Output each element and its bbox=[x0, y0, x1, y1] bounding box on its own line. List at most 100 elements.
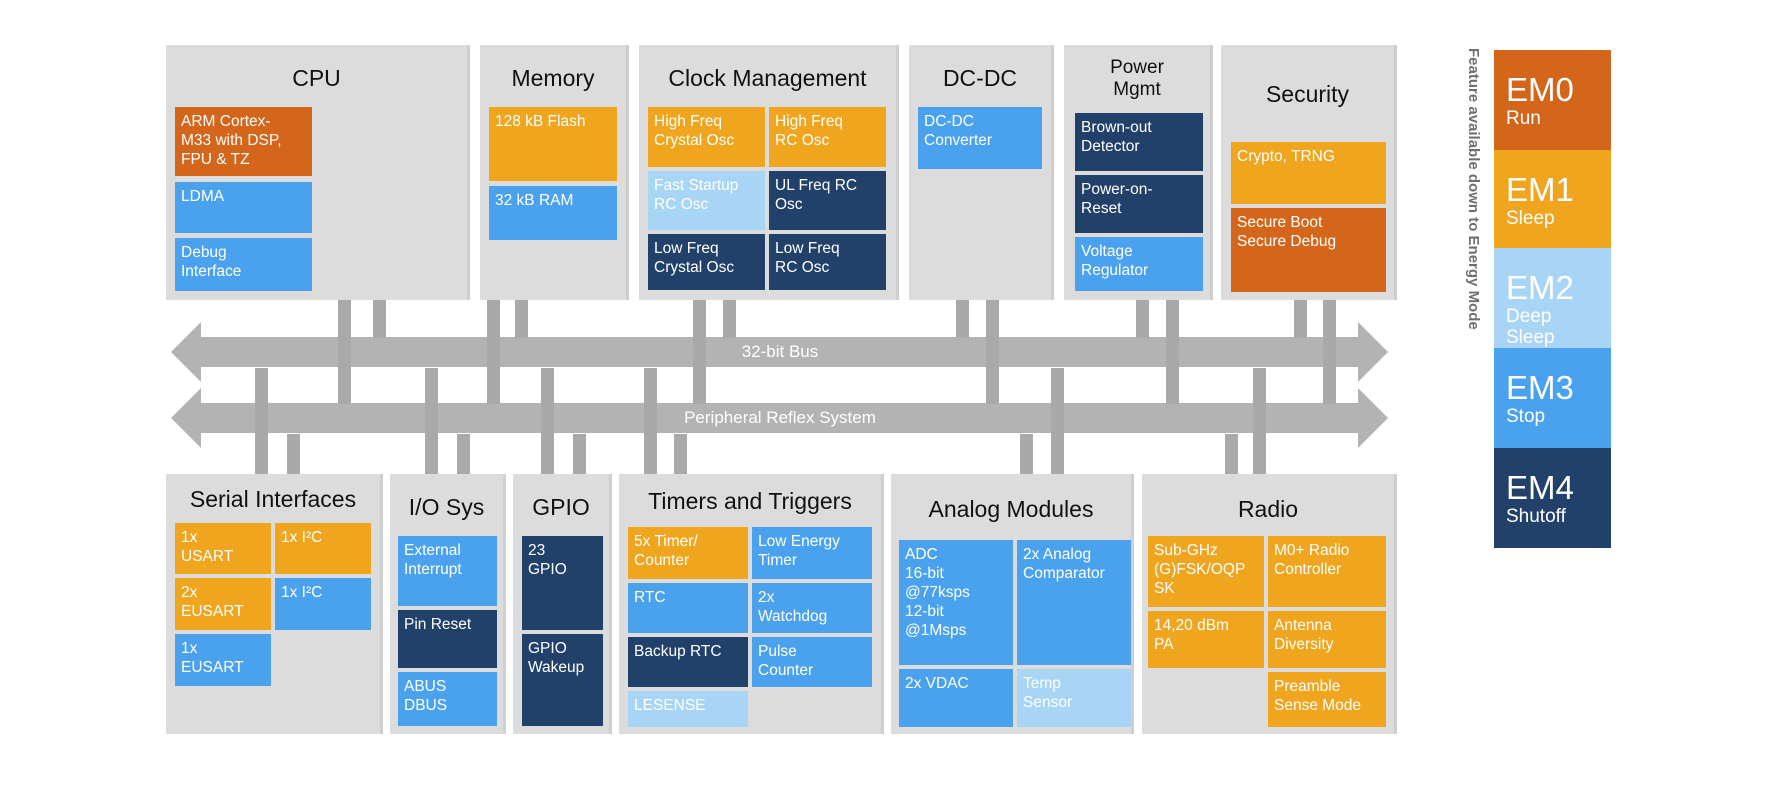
connector bbox=[986, 300, 999, 404]
radio-title: Radio bbox=[1237, 496, 1299, 522]
connector bbox=[1323, 300, 1336, 404]
bus-32bit-label: 32-bit Bus bbox=[741, 342, 819, 361]
connector bbox=[1294, 300, 1307, 338]
gpio-wakeup-block: GPIO Wakeup bbox=[522, 634, 603, 726]
lf-crystal-osc-block: Low Freq Crystal Osc bbox=[648, 234, 765, 290]
secure-boot-debug-block: Secure Boot Secure Debug bbox=[1231, 208, 1386, 292]
external-interrupt-block: External Interrupt bbox=[398, 536, 497, 606]
connector bbox=[457, 434, 470, 474]
connector bbox=[1225, 434, 1238, 474]
connector bbox=[693, 300, 706, 404]
pin-reset-block: Pin Reset bbox=[398, 610, 497, 668]
clock-management-title: Clock Management bbox=[668, 65, 867, 91]
dcdc-title: DC-DC bbox=[942, 65, 1018, 91]
connector bbox=[956, 300, 969, 338]
crypto-trng-block: Crypto, TRNG bbox=[1231, 142, 1386, 204]
bus-prs-label: Peripheral Reflex System bbox=[684, 408, 876, 427]
lf-rc-osc-block: Low Freq RC Osc bbox=[769, 234, 886, 290]
power-mgmt-title: Power Mgmt bbox=[1110, 57, 1164, 100]
serial-interfaces-title: Serial Interfaces bbox=[189, 486, 357, 512]
adc-block: ADC 16-bit @77ksps 12-bit @1Msps bbox=[899, 540, 1013, 665]
connector bbox=[515, 300, 528, 338]
voltage-regulator-block: Voltage Regulator bbox=[1075, 237, 1203, 291]
timers-triggers-title: Timers and Triggers bbox=[648, 488, 852, 514]
timer-counter-block: 5x Timer/ Counter bbox=[628, 527, 748, 579]
subghz-modulation-block: Sub-GHz (G)FSK/OQP SK bbox=[1148, 536, 1264, 607]
memory-panel: Memory 128 kB Flash 32 kB RAM bbox=[480, 45, 629, 300]
connector bbox=[1051, 368, 1064, 474]
memory-title: Memory bbox=[511, 65, 595, 91]
bus-prs-arrow bbox=[171, 388, 1388, 448]
dcdc-panel: DC-DC DC-DC Converter bbox=[909, 45, 1054, 300]
power-on-reset-block: Power-on- Reset bbox=[1075, 175, 1203, 233]
fast-startup-rc-osc-block: Fast Startup RC Osc bbox=[648, 171, 765, 230]
watchdog-block: 2x Watchdog bbox=[752, 583, 872, 633]
debug-interface-block: Debug Interface bbox=[175, 238, 312, 291]
connector bbox=[287, 434, 300, 474]
lesense-block: LESENSE bbox=[628, 691, 748, 727]
usart-block: 1x USART bbox=[175, 523, 271, 574]
connector bbox=[338, 300, 351, 404]
connector bbox=[1253, 368, 1266, 474]
antenna-diversity-block: Antenna Diversity bbox=[1268, 611, 1386, 668]
connector bbox=[644, 368, 657, 474]
i2c-block-1: 1x I²C bbox=[275, 523, 371, 574]
clock-management-panel: Clock Management High Freq Crystal Osc H… bbox=[639, 45, 899, 300]
connector bbox=[674, 434, 687, 474]
ul-freq-rc-osc-block: UL Freq RC Osc bbox=[769, 171, 886, 230]
rtc-block: RTC bbox=[628, 583, 748, 633]
low-energy-timer-block: Low Energy Timer bbox=[752, 527, 872, 579]
power-mgmt-panel: Power Mgmt Brown-out Detector Power-on- … bbox=[1064, 45, 1213, 300]
connector bbox=[487, 300, 500, 404]
analog-modules-panel: Analog Modules ADC 16-bit @77ksps 12-bit… bbox=[891, 474, 1134, 734]
vdac-block: 2x VDAC bbox=[899, 669, 1013, 727]
connector bbox=[1166, 300, 1179, 404]
connector bbox=[425, 368, 438, 474]
radio-controller-block: M0+ Radio Controller bbox=[1268, 536, 1386, 607]
pa-block: 14,20 dBm PA bbox=[1148, 611, 1264, 668]
io-sys-title: I/O Sys bbox=[408, 494, 485, 520]
analog-comparator-block: 2x Analog Comparator bbox=[1017, 540, 1131, 665]
cpu-core-block: ARM Cortex- M33 with DSP, FPU & TZ bbox=[175, 107, 312, 176]
connector bbox=[1020, 434, 1033, 474]
serial-interfaces-panel: Serial Interfaces 1x USART 1x I²C 2x EUS… bbox=[166, 474, 383, 734]
pulse-counter-block: Pulse Counter bbox=[752, 637, 872, 687]
backup-rtc-block: Backup RTC bbox=[628, 637, 748, 687]
i2c-block-2: 1x I²C bbox=[275, 578, 371, 630]
temp-sensor-block: Temp Sensor bbox=[1017, 669, 1131, 727]
legend-note: Feature available down to Energy Mode bbox=[1465, 48, 1482, 330]
cpu-title: CPU bbox=[292, 65, 341, 91]
connector bbox=[723, 300, 736, 338]
ram-block: 32 kB RAM bbox=[489, 186, 617, 240]
radio-panel: Radio Sub-GHz (G)FSK/OQP SK M0+ Radio Co… bbox=[1142, 474, 1397, 734]
dcdc-converter-block: DC-DC Converter bbox=[918, 107, 1042, 169]
io-sys-panel: I/O Sys External Interrupt Pin Reset ABU… bbox=[390, 474, 506, 734]
hf-crystal-osc-block: High Freq Crystal Osc bbox=[648, 107, 765, 167]
connector bbox=[1136, 300, 1149, 338]
gpio-count-block: 23 GPIO bbox=[522, 536, 603, 630]
security-panel: Security Crypto, TRNG Secure Boot Secure… bbox=[1221, 45, 1397, 300]
brown-out-detector-block: Brown-out Detector bbox=[1075, 113, 1203, 171]
analog-modules-title: Analog Modules bbox=[928, 496, 1094, 522]
abus-dbus-block: ABUS DBUS bbox=[398, 672, 497, 726]
gpio-title: GPIO bbox=[532, 494, 590, 520]
flash-block: 128 kB Flash bbox=[489, 107, 617, 181]
hf-rc-osc-block: High Freq RC Osc bbox=[769, 107, 886, 167]
security-title: Security bbox=[1265, 81, 1350, 107]
timers-triggers-panel: Timers and Triggers 5x Timer/ Counter Lo… bbox=[619, 474, 884, 734]
connector bbox=[541, 368, 554, 474]
bus-32bit-arrow bbox=[171, 322, 1388, 382]
eusart-block-1x: 1x EUSART bbox=[175, 634, 271, 686]
connector bbox=[255, 368, 268, 474]
ldma-block: LDMA bbox=[175, 182, 312, 233]
eusart-block-2x: 2x EUSART bbox=[175, 578, 271, 630]
connector bbox=[573, 434, 586, 474]
preamble-sense-block: Preamble Sense Mode bbox=[1268, 672, 1386, 727]
cpu-panel: CPU ARM Cortex- M33 with DSP, FPU & TZ L… bbox=[166, 45, 470, 300]
